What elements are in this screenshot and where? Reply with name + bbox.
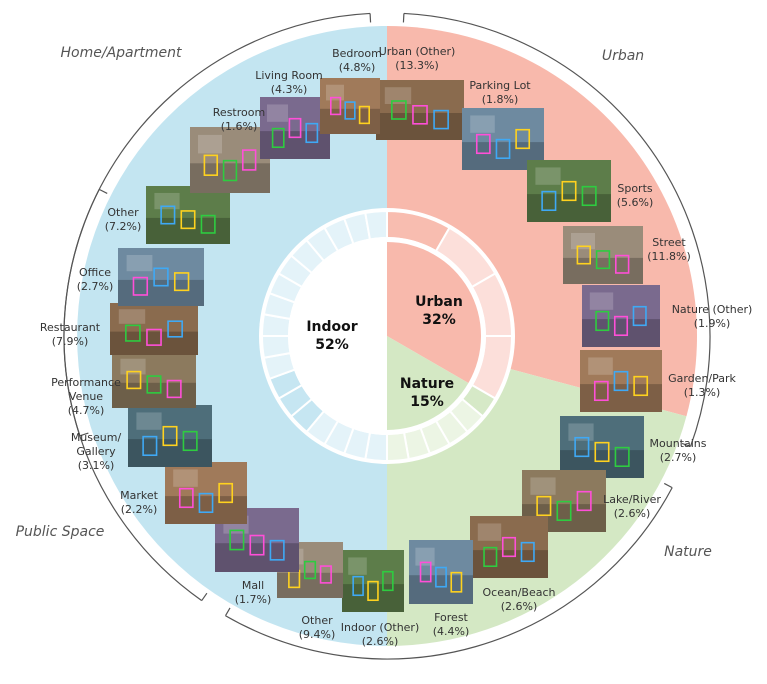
thumbnail-photo bbox=[527, 160, 611, 222]
inner-segment-nature bbox=[386, 431, 410, 463]
pie-slice-indoor bbox=[293, 242, 387, 430]
category-label-ocean-beach: Ocean/Beach(2.6%) bbox=[483, 586, 556, 613]
thumbnail-photo bbox=[560, 416, 644, 478]
category-label-museum-gallery: Museum/Gallery(3.1%) bbox=[71, 431, 122, 472]
thumbnail-photo bbox=[146, 186, 230, 244]
category-labels: Urban (Other)(13.3%) Parking Lot(1.8%) Spo… bbox=[40, 45, 752, 648]
category-label-bedroom: Bedroom(4.8%) bbox=[332, 47, 382, 74]
thumbnail-photo bbox=[582, 285, 660, 347]
sector-indoor bbox=[77, 26, 387, 646]
category-label-mall: Mall(1.7%) bbox=[235, 579, 272, 606]
category-label-parking-lot: Parking Lot(1.8%) bbox=[469, 79, 531, 106]
category-label-mountains: Mountains(2.7%) bbox=[650, 437, 707, 464]
inner-segment-indoor bbox=[364, 209, 388, 241]
thumbnail-photo bbox=[470, 516, 548, 578]
group-label-nature: Nature bbox=[664, 544, 712, 560]
category-label-office: Office(2.7%) bbox=[77, 266, 114, 293]
category-label-other: Other(7.2%) bbox=[105, 206, 142, 233]
thumbnail-photo bbox=[342, 550, 404, 612]
group-label-urban: Urban bbox=[602, 48, 644, 64]
thumbnail-photo bbox=[215, 508, 299, 572]
group-label-home-apartment: Home/Apartment bbox=[61, 45, 182, 61]
thumbnails bbox=[110, 78, 662, 612]
bracket-nature bbox=[224, 482, 673, 660]
thumbnail-photo bbox=[165, 462, 247, 524]
category-label-restroom: Restroom(1.6%) bbox=[213, 106, 265, 133]
thumbnail-photo bbox=[112, 352, 196, 408]
category-label-other: Other(9.4%) bbox=[299, 614, 336, 641]
category-label-street: Street(11.8%) bbox=[647, 236, 691, 263]
pie-slice-urban bbox=[387, 242, 481, 383]
thumbnail-photo bbox=[110, 303, 198, 355]
thumbnail-photo bbox=[580, 350, 662, 412]
category-label-urban-other: Urban (Other)(13.3%) bbox=[379, 45, 456, 72]
thumbnail-photo bbox=[320, 78, 380, 134]
bracket-urban bbox=[402, 12, 711, 448]
thumbnail-photo bbox=[190, 127, 270, 193]
category-label-forest: Forest(4.4%) bbox=[433, 611, 470, 638]
thumbnail-photo bbox=[260, 97, 330, 159]
group-label-public-space: Public Space bbox=[16, 524, 105, 540]
category-label-lake-river: Lake/River(2.6%) bbox=[603, 493, 661, 520]
thumbnail-photo bbox=[118, 248, 204, 306]
thumbnail-photo bbox=[376, 80, 464, 140]
thumbnail-photo bbox=[563, 226, 643, 284]
category-label-sports: Sports(5.6%) bbox=[617, 182, 654, 209]
category-label-restaurant: Restaurant(7.9%) bbox=[40, 321, 101, 348]
thumbnail-photo bbox=[409, 540, 473, 604]
thumbnail-photo bbox=[128, 405, 212, 467]
category-label-nature-other: Nature (Other)(1.9%) bbox=[672, 303, 753, 330]
inner-segment-indoor bbox=[260, 335, 292, 359]
category-label-garden-park: Garden/Park(1.3%) bbox=[668, 372, 736, 399]
category-label-market: Market(2.2%) bbox=[120, 489, 158, 516]
category-label-indoor-other: Indoor (Other)(2.6%) bbox=[341, 621, 420, 648]
inner-donut bbox=[259, 208, 515, 464]
bracket-public-space bbox=[63, 188, 208, 602]
pie-slice-nature bbox=[387, 336, 469, 430]
category-label-living-room: Living Room(4.3%) bbox=[255, 69, 323, 96]
